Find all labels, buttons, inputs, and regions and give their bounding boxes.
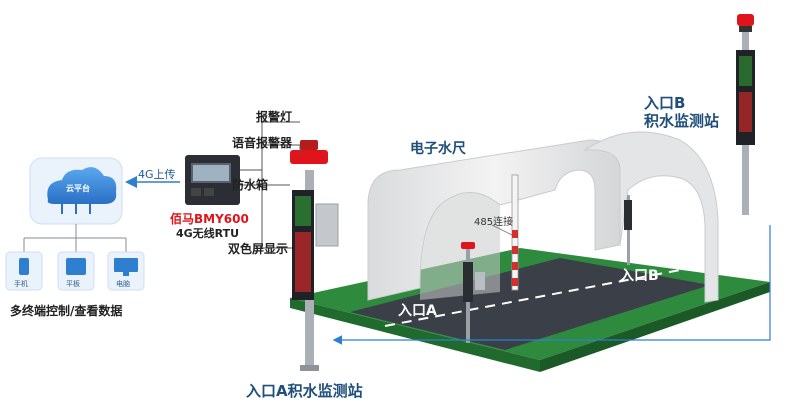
water-gauge: [491, 174, 519, 291]
device-tablet: [57, 251, 95, 291]
entrance-a-station-title: 入口A积水监测站: [246, 382, 363, 400]
cloud-label: 云平台: [66, 184, 90, 193]
upload-label: 4G上传: [138, 168, 176, 181]
rtu-desc-label: 4G无线RTU: [176, 227, 240, 240]
small-station-b: [624, 195, 632, 265]
water-gauge-label: 电子水尺: [410, 141, 466, 157]
road-a-label: 入口A: [398, 303, 437, 319]
road-b-label: 入口B: [620, 268, 659, 284]
return-arrow: [332, 225, 771, 345]
rtu-device: [185, 155, 240, 205]
connector-lines: [240, 121, 301, 249]
station-a-pole: [290, 140, 339, 371]
multi-terminal-label: 多终端控制/查看数据: [10, 304, 123, 318]
device-tree: [23, 224, 127, 252]
alarm-light-label: 报警灯: [256, 110, 293, 124]
cloud-platform: [29, 157, 123, 225]
voice-alarm-label: 语音报警器: [232, 136, 293, 150]
device-tablet-label: 平板: [66, 280, 80, 288]
small-station-a: [461, 242, 485, 343]
road: [350, 258, 710, 350]
device-pc: [107, 251, 145, 291]
device-phone-label: 手机: [14, 280, 28, 288]
rtu-model-label: 佰马BMY600: [170, 212, 249, 226]
device-phone: [5, 251, 43, 291]
waterproof-box-label: 防水箱: [232, 178, 269, 192]
conn-485-label: 485连接: [474, 217, 514, 228]
dual-screen-label: 双色屏显示: [228, 242, 289, 256]
entrance-b-title-1: 入口B: [644, 94, 686, 112]
entrance-b-title-2: 积水监测站: [644, 112, 720, 130]
device-pc-label: 电脑: [116, 280, 130, 288]
station-b-pole: [736, 14, 755, 215]
